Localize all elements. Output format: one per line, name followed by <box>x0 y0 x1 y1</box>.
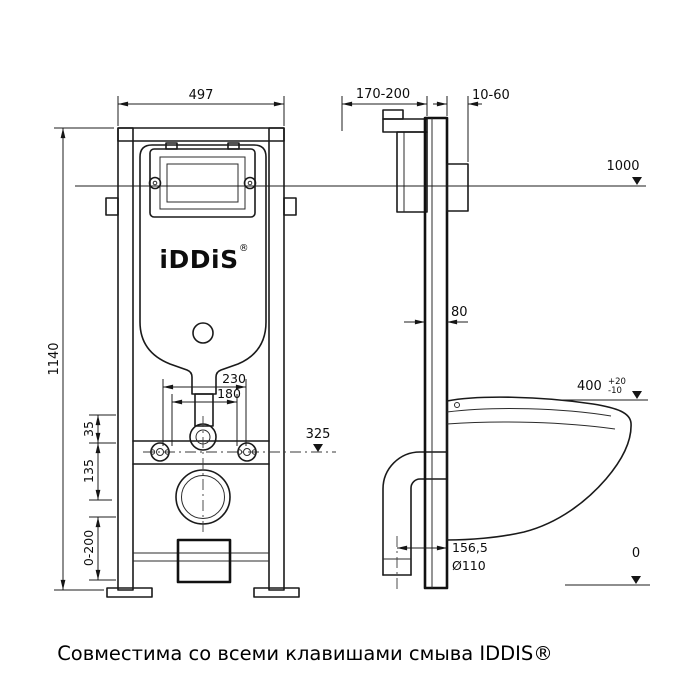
dim-flush-axis-height: 325 <box>306 427 331 442</box>
foot-plate-left <box>106 587 153 598</box>
flush-plate-side <box>382 109 428 133</box>
iddis-logo: iDDiS <box>159 245 238 274</box>
dim-frame-height: 1140 <box>47 342 62 375</box>
side-view: 170-200 10-60 1000 80 400 +20 -10 156,5 <box>75 87 650 592</box>
drain-outlet-box <box>176 538 232 584</box>
dim-leg-adjustment: 0-200 <box>81 530 96 566</box>
dim-bowl-height-tol-plus: +20 <box>608 377 626 387</box>
dim-wall-gap: 10-60 <box>472 88 510 103</box>
cistern-side-profile <box>396 131 428 213</box>
dim-plate-height: 1000 <box>606 159 639 174</box>
down-arrow-400 <box>632 391 642 399</box>
side-dimensions: 170-200 10-60 1000 80 400 +20 -10 156,5 <box>75 87 650 586</box>
access-window <box>149 148 256 218</box>
dim-frame-width: 497 <box>189 88 214 103</box>
foot-plate-right <box>253 587 300 598</box>
toilet-bowl-side <box>446 396 632 541</box>
dim-offset-35: 35 <box>81 421 96 437</box>
wall-bracket-left <box>105 197 119 216</box>
down-arrow-0 <box>631 576 641 584</box>
flush-pipe <box>194 393 214 427</box>
dim-installation-depth: 170-200 <box>356 87 410 102</box>
wall-mount-bracket-side <box>446 163 469 212</box>
seat-hinge <box>454 402 460 408</box>
dim-bowl-height: 400 <box>577 379 602 394</box>
dim-profile-depth: 80 <box>451 305 468 320</box>
dim-bolt-spacing-outer: 230 <box>222 371 246 386</box>
iddis-logo-reg: ® <box>239 243 249 254</box>
down-arrow-1000 <box>632 177 642 185</box>
drain-elbow <box>382 451 448 576</box>
window-screw-left <box>148 176 162 190</box>
dim-offset-135: 135 <box>81 459 96 483</box>
dim-floor-level: 0 <box>632 546 640 561</box>
compatibility-caption: Совместима со всеми клавишами смыва IDDI… <box>57 642 553 665</box>
cistern <box>139 142 267 427</box>
cistern-port <box>192 322 214 344</box>
front-dimensions: 497 1140 230 180 35 135 <box>47 88 331 591</box>
front-frame <box>105 127 300 598</box>
front-view: iDDiS ® <box>47 88 336 598</box>
window-screw-right <box>243 176 257 190</box>
dim-drain-diameter: Ø110 <box>452 558 486 573</box>
wall-bracket-right <box>283 197 297 216</box>
dim-drain-offset: 156,5 <box>452 540 488 555</box>
down-arrow-325 <box>313 444 323 452</box>
dim-bowl-height-tol-minus: -10 <box>608 386 622 396</box>
dim-bolt-spacing-inner: 180 <box>217 386 241 401</box>
frame-side-profile <box>423 116 449 590</box>
